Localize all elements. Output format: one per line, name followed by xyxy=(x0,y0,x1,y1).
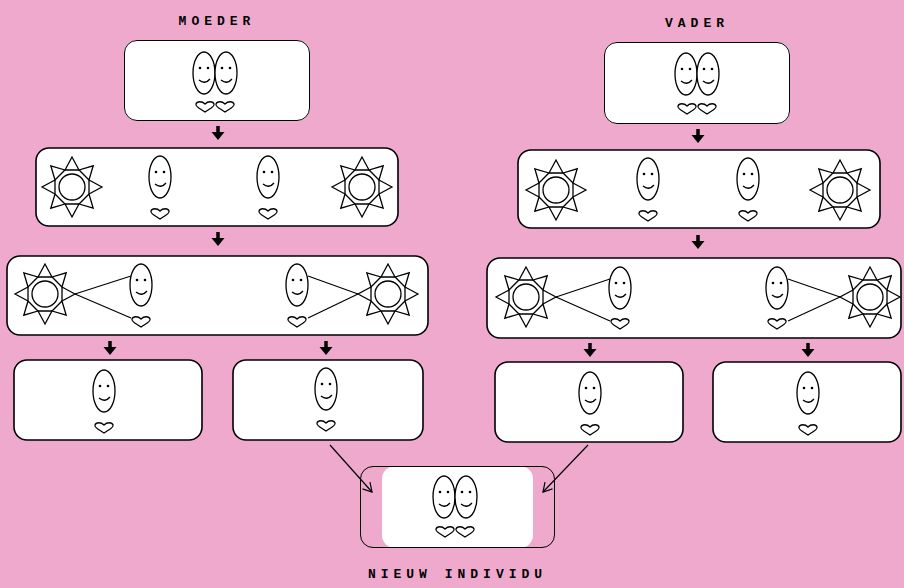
box-ground xyxy=(382,466,533,548)
face-symbol xyxy=(215,52,237,94)
heart-symbol xyxy=(196,102,214,112)
stage-box xyxy=(36,148,398,226)
stage-box xyxy=(7,256,428,335)
face-symbol xyxy=(455,476,477,518)
stage-heading: MOEDER xyxy=(179,14,256,29)
sun-symbol xyxy=(526,160,586,220)
face-symbol xyxy=(193,52,215,94)
heart-symbol xyxy=(799,425,817,435)
heart-symbol xyxy=(288,317,306,327)
face-symbol xyxy=(675,53,697,95)
face-symbol xyxy=(737,158,759,200)
heart-symbol xyxy=(151,209,169,219)
hearts xyxy=(95,102,817,537)
stage-box xyxy=(14,360,202,440)
down-arrow xyxy=(584,343,597,357)
spindle-line xyxy=(75,294,131,318)
spindle-lines xyxy=(75,276,840,321)
face-symbol xyxy=(315,368,337,410)
sun-symbol xyxy=(840,267,900,327)
stage-heading: NIEUW INDIVIDU xyxy=(368,567,547,582)
sun-symbol xyxy=(810,160,870,220)
stage-box xyxy=(233,360,423,440)
stage-box: NIEUW INDIVIDU xyxy=(360,466,555,548)
face-symbol xyxy=(149,156,171,198)
faces xyxy=(93,52,819,518)
face-symbol xyxy=(257,156,279,198)
spindle-line xyxy=(308,294,358,318)
sun-symbol xyxy=(496,267,556,327)
face-symbol xyxy=(286,264,308,306)
stage-box xyxy=(495,362,683,442)
stage-box xyxy=(713,362,901,442)
heart-symbol xyxy=(95,423,113,433)
face-symbol xyxy=(609,267,631,309)
stage-box: VADER xyxy=(604,42,790,124)
down-arrow xyxy=(692,129,705,143)
face-symbol xyxy=(433,476,455,518)
down-arrow xyxy=(212,232,225,246)
arrow-head xyxy=(363,482,373,492)
down-arrows xyxy=(104,126,815,357)
stage-heading: VADER xyxy=(665,16,729,31)
heart-symbol xyxy=(259,209,277,219)
spindle-line xyxy=(788,297,840,321)
face-symbol xyxy=(797,372,819,414)
down-arrow xyxy=(692,235,705,249)
spindle-line xyxy=(75,276,131,294)
face-symbol xyxy=(130,264,152,306)
arrow-head xyxy=(543,482,553,492)
heart-symbol xyxy=(456,527,474,537)
sun-symbol xyxy=(358,264,418,324)
stage-box: MOEDER xyxy=(124,40,310,121)
merge-line xyxy=(330,445,372,492)
stage-box xyxy=(518,150,880,228)
sun-symbol xyxy=(42,157,102,217)
heart-symbol xyxy=(611,319,629,329)
spindle-line xyxy=(556,297,610,321)
down-arrow xyxy=(320,341,333,355)
sun-symbol xyxy=(15,264,75,324)
face-symbol xyxy=(579,372,601,414)
box-ground xyxy=(604,42,790,124)
face-symbol xyxy=(637,158,659,200)
heart-symbol xyxy=(436,527,454,537)
box-ground xyxy=(124,40,310,121)
sun-symbol xyxy=(332,157,392,217)
down-arrow xyxy=(212,126,225,140)
heart-symbol xyxy=(639,211,657,221)
face-symbol xyxy=(697,53,719,95)
heart-symbol xyxy=(581,425,599,435)
heart-symbol xyxy=(739,211,757,221)
heart-symbol xyxy=(698,104,716,114)
heart-symbol xyxy=(768,319,786,329)
merge-line xyxy=(543,445,588,492)
heart-symbol xyxy=(317,421,335,431)
down-arrow xyxy=(104,341,117,355)
spindle-line xyxy=(556,279,610,297)
heart-symbol xyxy=(216,102,234,112)
spindle-line xyxy=(788,279,840,297)
down-arrow xyxy=(802,343,815,357)
spindle-line xyxy=(308,276,358,294)
heart-symbol xyxy=(132,317,150,327)
suns xyxy=(15,157,900,327)
stage-box xyxy=(487,258,901,338)
stage-boxes xyxy=(7,40,901,548)
face-symbol xyxy=(93,370,115,412)
face-symbol xyxy=(766,267,788,309)
heart-symbol xyxy=(678,104,696,114)
